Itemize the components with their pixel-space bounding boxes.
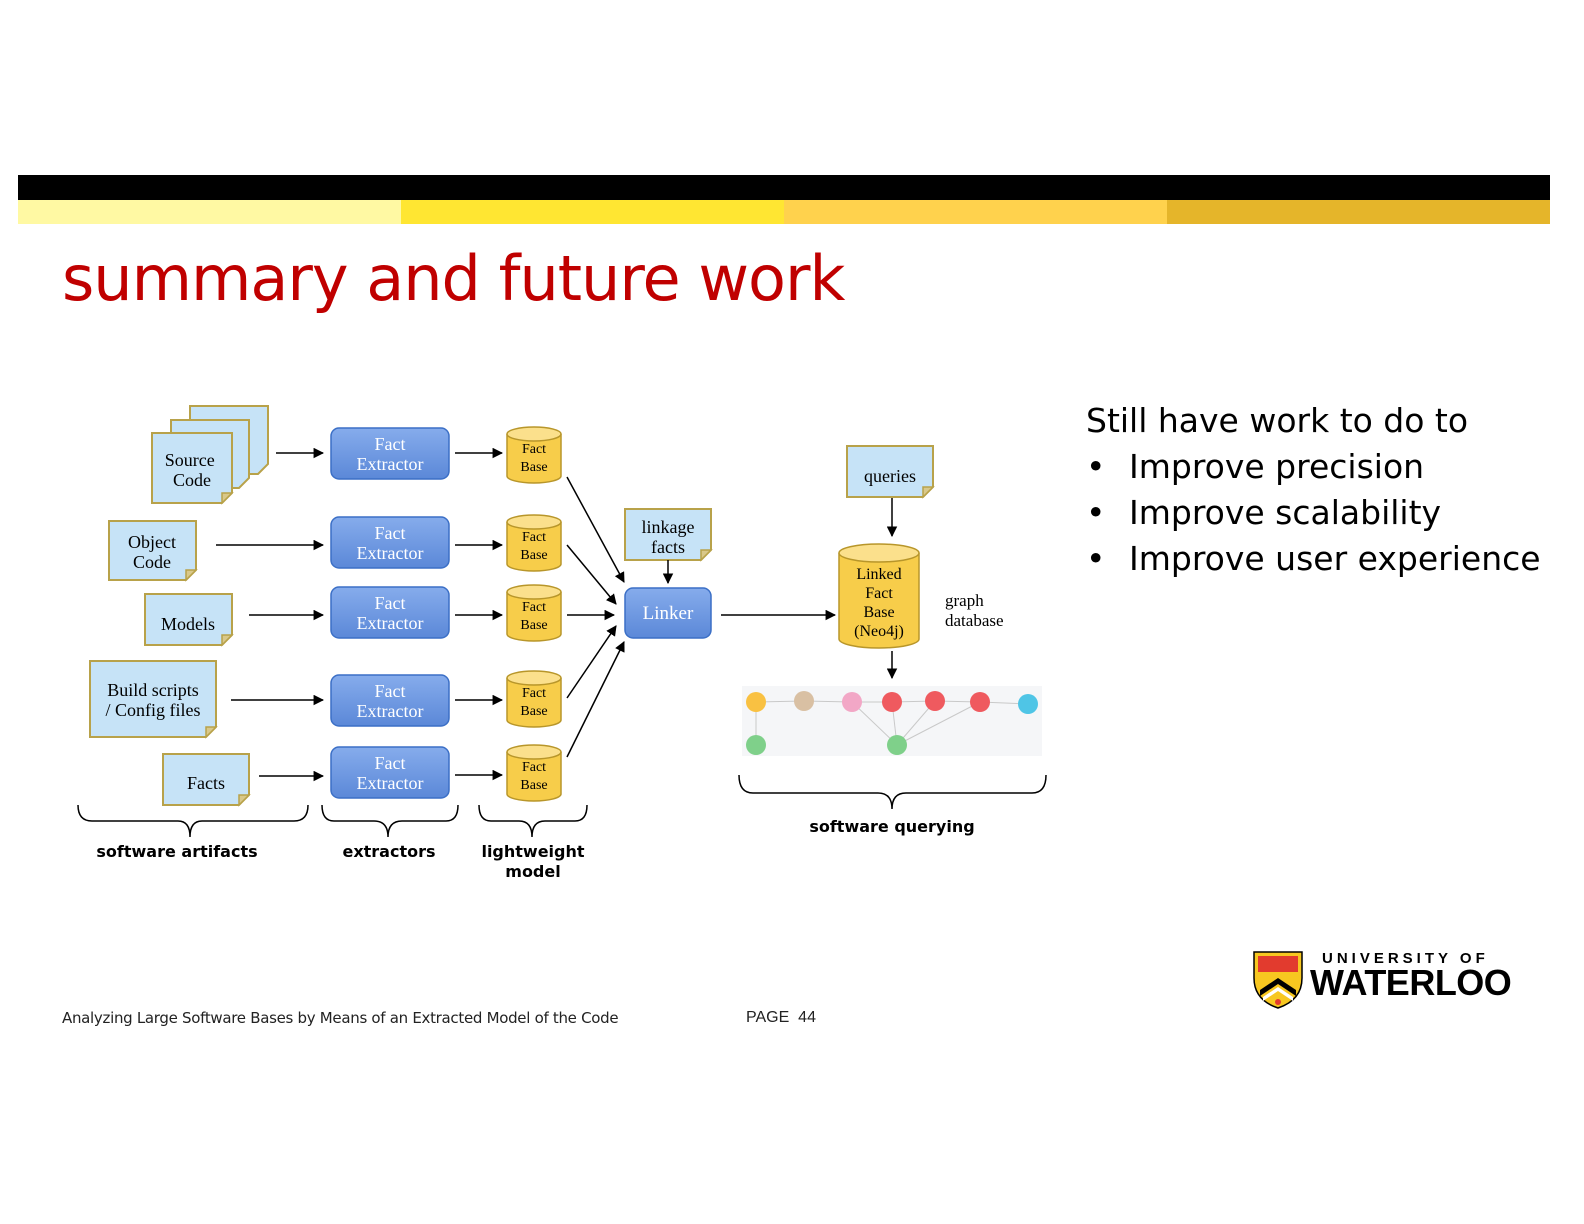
facts-label: Facts [187, 773, 225, 793]
graph-node [1018, 694, 1038, 714]
graph-node [882, 692, 902, 712]
graph-node [842, 692, 862, 712]
extractor-arrows [455, 447, 504, 781]
artifact-facts: Facts [162, 753, 251, 807]
models-label: Models [161, 614, 215, 634]
graph-node [887, 735, 907, 755]
bullet-list: •Improve precision •Improve scalability … [1086, 444, 1541, 582]
artifact-arrows [216, 447, 325, 782]
group-label-software-querying: software querying [809, 817, 974, 836]
graph-node [746, 735, 766, 755]
bullet-item: •Improve user experience [1086, 539, 1541, 578]
header-stripe-3 [784, 200, 1167, 224]
group-braces [77, 774, 1047, 838]
graph-node [925, 691, 945, 711]
bullet-section: Still have work to do to •Improve precis… [1086, 398, 1541, 582]
source-code-line2: Code [173, 470, 211, 490]
artifact-build-scripts: Build scripts/ Config files [89, 660, 218, 739]
slide-title: summary and future work [62, 242, 845, 315]
bullet-item: •Improve scalability [1086, 493, 1442, 532]
bullet-lead: Still have work to do to [1086, 401, 1469, 440]
graph-node [794, 691, 814, 711]
source-code-line1: Source [165, 450, 215, 470]
header-stripe-1 [18, 200, 401, 224]
graph-node [746, 692, 766, 712]
crest-icon [1253, 951, 1303, 1009]
svg-text:Build scripts/ Config files: Build scripts/ Config files [106, 680, 201, 720]
bullet-item: •Improve precision [1086, 447, 1425, 486]
logo-line1: UNIVERSITY OF [1322, 950, 1489, 967]
queries-note: queries [846, 445, 935, 499]
page-indicator: PAGE 44 [746, 1009, 816, 1027]
group-label-extractors: extractors [342, 842, 435, 861]
page-number: 44 [798, 1009, 816, 1026]
header-black-bar [18, 175, 1550, 200]
footer-text: Analyzing Large Software Bases by Means … [62, 1009, 619, 1027]
artifact-models: Models [144, 593, 234, 647]
graph-preview [742, 686, 1042, 756]
linker-label: Linker [643, 603, 694, 624]
graph-node [970, 692, 990, 712]
queries-label: queries [864, 466, 916, 486]
header-stripe-2 [401, 200, 784, 224]
page-label: PAGE [746, 1009, 790, 1026]
svg-text:Source Code: Source Code [165, 450, 219, 490]
logo-line2: WATERLOO [1310, 962, 1512, 1003]
header-stripe-4 [1167, 200, 1550, 224]
artifact-source-code: Source Code [151, 405, 269, 505]
linker-input-arrows [566, 476, 625, 758]
linker-box: Linker [624, 587, 712, 639]
group-label-software-artifacts: software artifacts [96, 842, 257, 861]
